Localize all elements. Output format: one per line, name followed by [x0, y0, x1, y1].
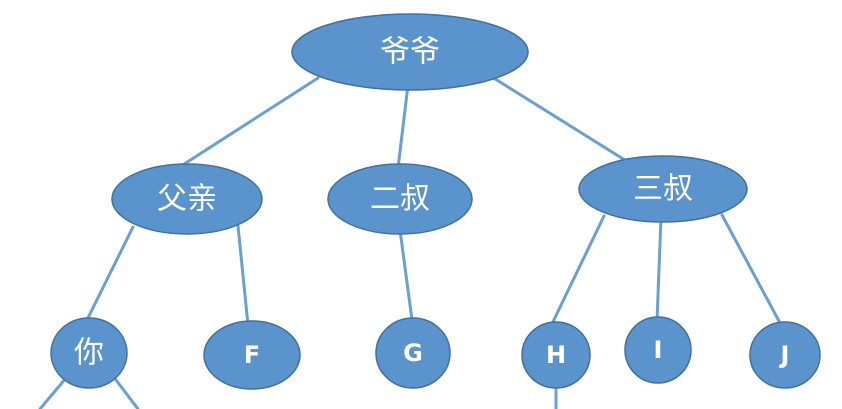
- node-uncle2-shape: [327, 163, 473, 235]
- node-j: J: [749, 321, 821, 389]
- node-father-label: 父亲: [157, 182, 217, 217]
- node-j-label: J: [779, 341, 790, 369]
- node-f-shape: [203, 320, 301, 390]
- node-f: F: [203, 320, 301, 390]
- node-uncle2-label: 二叔: [370, 182, 430, 217]
- node-father: 父亲: [111, 163, 263, 235]
- node-g-shape: [375, 317, 451, 389]
- edge-father-f: [236, 224, 250, 327]
- node-you-label: 你: [74, 336, 104, 371]
- node-uncle3-shape: [578, 155, 748, 223]
- node-grandpa: 爷爷: [291, 13, 529, 91]
- node-h-shape: [521, 321, 591, 389]
- tree-edges: [38, 75, 782, 409]
- node-you-shape: [50, 317, 128, 389]
- node-father-shape: [111, 163, 263, 235]
- edge-grandpa-uncle2: [396, 83, 410, 170]
- edge-uncle3-i: [655, 216, 663, 322]
- edge-you-offscreen-right: [111, 374, 140, 409]
- node-uncle3: 三叔: [578, 155, 748, 223]
- node-you: 你: [50, 317, 128, 389]
- node-uncle3-label: 三叔: [633, 172, 693, 207]
- node-grandpa-label: 爷爷: [380, 35, 440, 70]
- node-i-label: I: [654, 336, 663, 364]
- node-g: G: [375, 317, 451, 389]
- edge-grandpa-father: [176, 76, 320, 170]
- node-grandpa-shape: [291, 13, 529, 91]
- node-j-shape: [749, 321, 821, 389]
- edge-uncle3-j: [720, 213, 782, 325]
- edge-father-you: [80, 225, 135, 332]
- node-i: I: [624, 316, 692, 384]
- node-i-shape: [624, 316, 692, 384]
- node-f-label: F: [244, 341, 260, 369]
- node-h-label: H: [546, 341, 566, 369]
- node-g-label: G: [403, 339, 423, 367]
- node-uncle2: 二叔: [327, 163, 473, 235]
- node-h: H: [521, 321, 591, 389]
- edge-grandpa-uncle3: [490, 75, 630, 164]
- edge-uncle3-h: [548, 214, 606, 330]
- edge-you-offscreen-left: [38, 376, 68, 409]
- edge-uncle2-g: [398, 228, 414, 322]
